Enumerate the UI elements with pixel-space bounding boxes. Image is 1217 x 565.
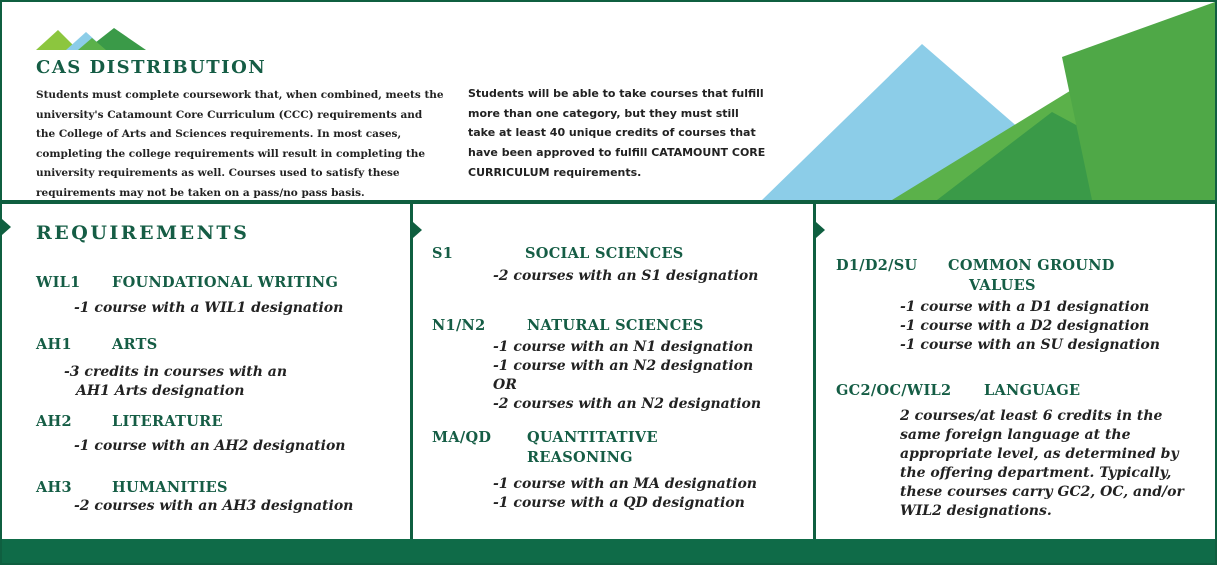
requirement-n1-n2-detail: -1 course with an N1 designation -1 cour… xyxy=(493,339,762,412)
intro-section: CAS DISTRIBUTION Students must complete … xyxy=(2,2,1215,200)
footer-bar xyxy=(2,539,1215,563)
mountains-graphic-icon xyxy=(762,2,1215,200)
arrow-icon xyxy=(816,222,825,238)
column-divider xyxy=(813,202,816,539)
requirement-ma-qd-detail: -1 course with an MA designation -1 cour… xyxy=(493,476,757,511)
page-title: CAS DISTRIBUTION xyxy=(36,57,267,78)
requirements-heading: REQUIREMENTS xyxy=(36,222,250,244)
mountain-logo-icon xyxy=(36,28,146,50)
requirement-language-detail: 2 courses/at least 6 credits in the same… xyxy=(900,408,1184,519)
requirement-ah3-detail: -2 courses with an AH3 designation xyxy=(74,498,354,514)
requirement-ma-qd-name-cont: REASONING xyxy=(527,449,633,466)
section-divider xyxy=(2,200,1215,204)
arrow-icon xyxy=(2,219,11,235)
requirement-d1-d2-su-name-cont: VALUES xyxy=(969,277,1036,294)
requirement-d1-d2-su-detail: -1 course with a D1 designation -1 cours… xyxy=(900,299,1160,353)
intro-left-text: Students must complete coursework that, … xyxy=(36,89,444,199)
requirement-s1-detail: -2 courses with an S1 designation xyxy=(493,268,759,284)
requirement-ah1-detail: -3 credits in courses with an AH1 Arts d… xyxy=(64,364,288,399)
intro-right-text: Students will be able to take courses th… xyxy=(468,87,766,179)
requirement-wil1-detail: -1 course with a WIL1 designation xyxy=(74,300,344,316)
requirement-ah2-detail: -1 course with an AH2 designation xyxy=(74,438,346,454)
column-divider xyxy=(410,202,413,539)
arrow-icon xyxy=(413,222,422,238)
